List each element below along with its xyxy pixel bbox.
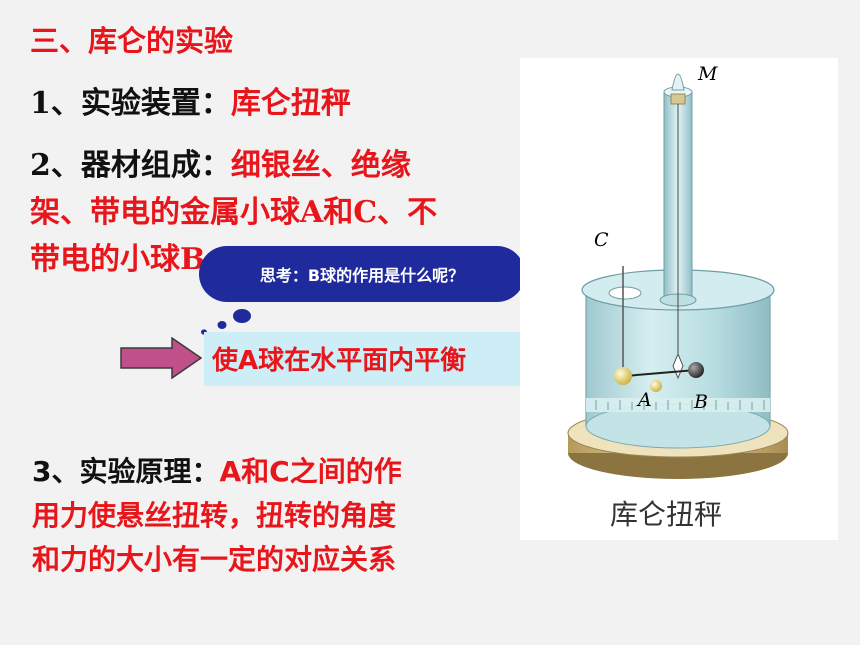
item-principle: 3、实验原理：A和C之间的作 用力使悬丝扭转，扭转的角度 和力的大小有一定的对应… (32, 450, 402, 582)
item-principle-label: 3、实验原理： (32, 455, 220, 488)
label-A: A (636, 389, 652, 411)
item-components-line3: 带电的小球B (30, 242, 206, 277)
item-apparatus-value: 库仑扭秤 (230, 86, 351, 121)
item-components-line2: 架、带电的金属小球A和C、不 (30, 195, 438, 230)
answer-box (204, 332, 552, 386)
thought-bubble-shape (199, 246, 525, 302)
item-principle-line2: 用力使悬丝扭转，扭转的角度 (32, 499, 397, 532)
label-B: B (693, 391, 708, 413)
torsion-balance-illustration: M C A B (567, 63, 789, 479)
thought-bubble-text: 思考：B球的作用是什么呢？ (259, 266, 465, 285)
item-components-line1: 细银丝、绝缘 (230, 148, 411, 183)
torsion-balance-figure: M C A B (520, 58, 838, 540)
item-components-label: 2、器材组成： (30, 148, 231, 183)
right-arrow-icon (120, 337, 202, 379)
label-C: C (594, 229, 609, 251)
item-components: 2、器材组成：细银丝、绝缘 架、带电的金属小球A和C、不 带电的小球B (30, 142, 437, 283)
item-principle-line1: A和C之间的作 (219, 455, 402, 488)
label-M: M (697, 63, 718, 85)
figure-caption: 库仑扭秤 (610, 498, 723, 531)
item-principle-line3: 和力的大小有一定的对应关系 (32, 543, 397, 576)
answer-text: 使A球在水平面内平衡 (212, 346, 467, 376)
thought-bubble-tail (201, 309, 251, 335)
item-apparatus: 1、实验装置：库仑扭秤 (30, 78, 351, 122)
slide-title: 三、库仑的实验 (30, 24, 234, 58)
item-apparatus-label: 1、实验装置： (30, 86, 231, 121)
